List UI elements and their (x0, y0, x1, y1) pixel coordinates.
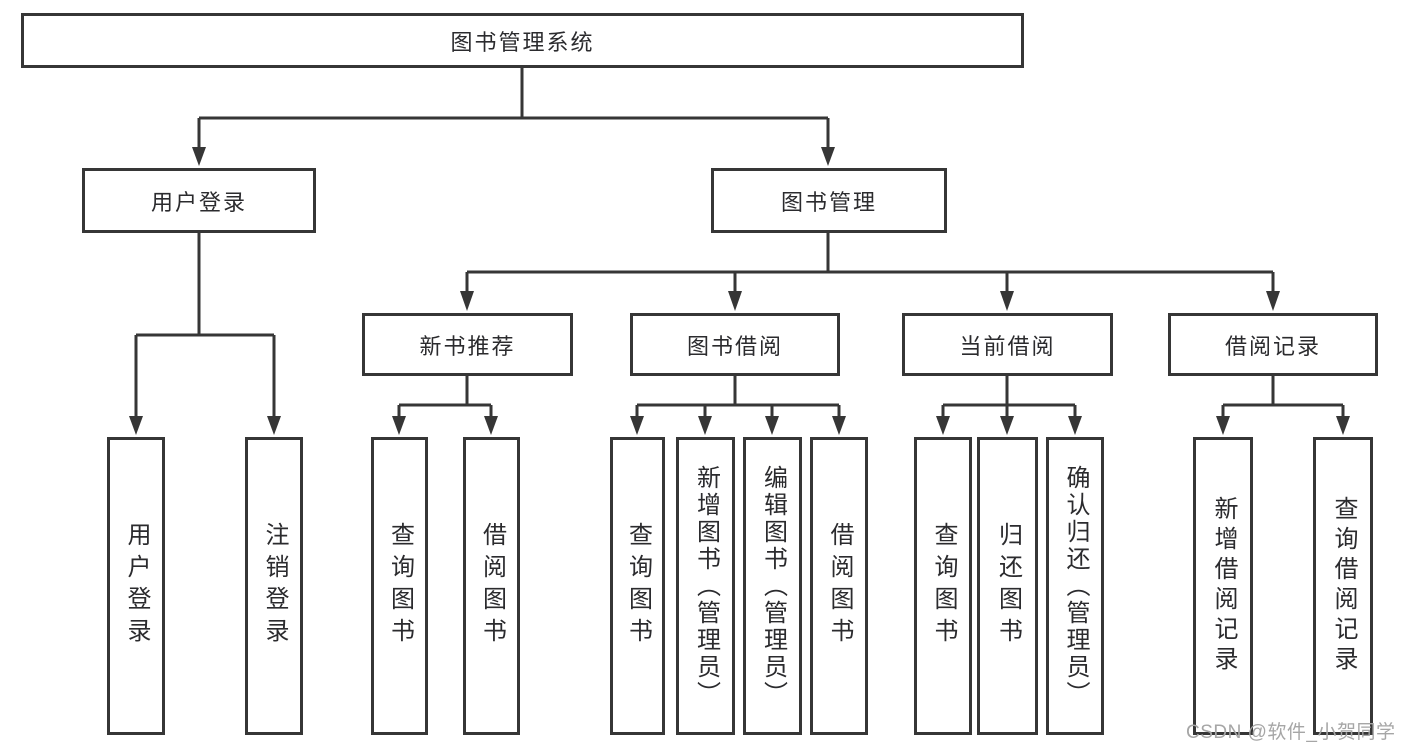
leaf-query-books-recommend: 查询图书 (371, 437, 428, 735)
node-new-book-recommend: 新书推荐 (362, 313, 573, 376)
leaf-borrow-books-recommend: 借阅图书 (463, 437, 520, 735)
node-label: 查询图书 (624, 522, 652, 650)
node-label: 查询借阅记录 (1330, 496, 1357, 676)
node-book-borrow: 图书借阅 (630, 313, 840, 376)
node-label: 用户登录 (150, 189, 247, 215)
leaf-add-books-admin: 新增图书（管理员） (676, 437, 735, 735)
leaf-query-books-current: 查询图书 (914, 437, 972, 735)
node-label: 查询图书 (930, 522, 957, 650)
node-label: 借阅记录 (1224, 333, 1321, 359)
node-label: 新增借阅记录 (1210, 496, 1237, 676)
node-label: 借阅图书 (826, 522, 853, 650)
node-label: 用户登录 (123, 522, 150, 650)
leaf-logout: 注销登录 (245, 437, 303, 735)
node-user-login: 用户登录 (82, 168, 316, 233)
node-book-management: 图书管理 (711, 168, 947, 233)
node-label: 新增图书（管理员） (692, 464, 720, 708)
node-label: 图书管理系统 (450, 29, 595, 55)
node-label: 查询图书 (386, 522, 414, 650)
leaf-borrow-books: 借阅图书 (810, 437, 868, 735)
node-label: 编辑图书（管理员） (759, 464, 787, 708)
leaf-query-books-borrow: 查询图书 (610, 437, 665, 735)
csdn-watermark: CSDN @软件_小贺同学 (1186, 722, 1396, 743)
node-label: 借阅图书 (478, 522, 506, 650)
leaf-return-books: 归还图书 (977, 437, 1038, 735)
leaf-edit-books-admin: 编辑图书（管理员） (743, 437, 802, 735)
node-label: 确认归还（管理员） (1062, 464, 1089, 708)
leaf-add-borrow-record: 新增借阅记录 (1193, 437, 1253, 735)
leaf-user-login: 用户登录 (107, 437, 165, 735)
node-library-management-system: 图书管理系统 (21, 13, 1024, 68)
node-current-borrow: 当前借阅 (902, 313, 1113, 376)
node-label: 图书管理 (780, 189, 877, 215)
node-label: 注销登录 (261, 522, 288, 650)
node-label: 新书推荐 (419, 333, 516, 359)
node-borrow-records: 借阅记录 (1168, 313, 1378, 376)
leaf-query-borrow-record: 查询借阅记录 (1313, 437, 1373, 735)
node-label: 当前借阅 (959, 333, 1056, 359)
node-label: 图书借阅 (686, 333, 783, 359)
node-label: 归还图书 (994, 522, 1022, 650)
leaf-confirm-return-admin: 确认归还（管理员） (1046, 437, 1104, 735)
